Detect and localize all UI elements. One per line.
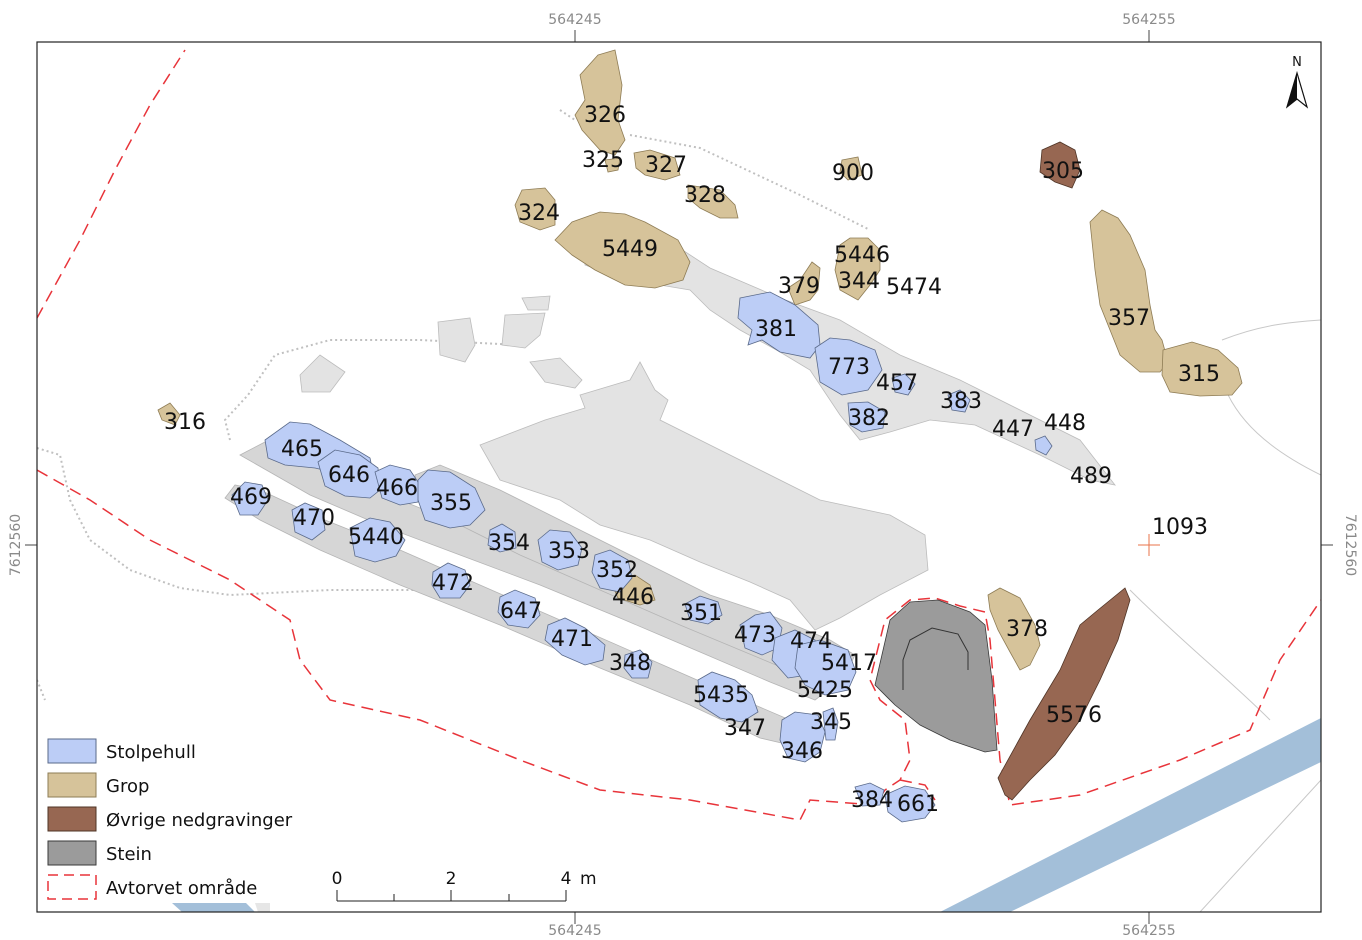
frame-ticks — [25, 30, 1333, 924]
label-345: 345 — [810, 710, 852, 735]
label-1093: 1093 — [1152, 515, 1208, 540]
legend-label-grop: Grop — [106, 776, 149, 797]
water-band-left — [172, 903, 255, 912]
label-5435: 5435 — [693, 683, 749, 708]
label-325: 325 — [582, 148, 624, 173]
stone-feature — [874, 599, 998, 753]
scale-label-unit: m — [580, 869, 597, 889]
label-646: 646 — [328, 463, 370, 488]
label-900: 900 — [832, 161, 874, 186]
label-354: 354 — [488, 531, 530, 556]
label-472: 472 — [432, 571, 474, 596]
label-465: 465 — [281, 437, 323, 462]
label-474: 474 — [790, 629, 832, 654]
label-5576: 5576 — [1046, 703, 1102, 728]
label-5449: 5449 — [602, 237, 658, 262]
label-316: 316 — [164, 410, 206, 435]
label-446: 446 — [612, 585, 654, 610]
coord-left: 7612560 — [8, 514, 24, 576]
coord-top-right: 564255 — [1122, 12, 1175, 28]
label-448: 448 — [1044, 411, 1086, 436]
label-469: 469 — [230, 485, 272, 510]
label-457: 457 — [876, 371, 918, 396]
label-326: 326 — [584, 103, 626, 128]
legend-swatch-avtorvet — [47, 874, 97, 900]
label-5417: 5417 — [821, 651, 877, 676]
legend-swatch-stolpehull — [47, 738, 97, 764]
pit-features — [157, 49, 1243, 671]
legend-label-ovrige: Øvrige nedgravinger — [106, 810, 293, 831]
scale-label-0: 0 — [332, 869, 343, 889]
posthole-features — [231, 291, 1053, 823]
label-344: 344 — [838, 269, 880, 294]
other-features — [997, 141, 1131, 801]
label-355: 355 — [430, 491, 472, 516]
label-5425: 5425 — [797, 678, 853, 703]
label-379: 379 — [778, 274, 820, 299]
label-5446: 5446 — [834, 243, 890, 268]
label-305: 305 — [1042, 159, 1084, 184]
avtorvet-lines — [37, 49, 1321, 821]
label-352: 352 — [596, 558, 638, 583]
north-arrow: N — [1285, 55, 1309, 109]
label-353: 353 — [548, 539, 590, 564]
label-351: 351 — [680, 601, 722, 626]
legend-swatch-ovrige — [47, 806, 97, 832]
label-347: 347 — [724, 716, 766, 741]
label-384: 384 — [851, 788, 893, 813]
label-315: 315 — [1178, 362, 1220, 387]
label-327: 327 — [645, 153, 687, 178]
legend: Stolpehull Grop Øvrige nedgravinger Stei… — [47, 738, 293, 900]
legend-swatch-grop — [47, 772, 97, 798]
scale-bar: 0 2 4 m — [332, 869, 597, 902]
legend-label-stein: Stein — [106, 844, 152, 865]
marker-1093 — [1138, 534, 1160, 556]
label-471: 471 — [551, 627, 593, 652]
feature-labels: 326 325 327 328 900 305 324 5449 5446 34… — [164, 103, 1220, 817]
water-band-small — [255, 903, 270, 912]
label-5440: 5440 — [348, 525, 404, 550]
coord-bottom-left: 564245 — [548, 923, 601, 939]
legend-swatch-stein — [47, 840, 97, 866]
label-5474: 5474 — [886, 275, 942, 300]
label-328: 328 — [684, 183, 726, 208]
coord-top-left: 564245 — [548, 12, 601, 28]
label-661: 661 — [897, 792, 939, 817]
dotted-lines — [37, 109, 871, 701]
north-arrow-fill-icon — [1287, 73, 1297, 107]
label-773: 773 — [828, 355, 870, 380]
map-frame — [36, 41, 1322, 913]
label-357: 357 — [1108, 306, 1150, 331]
label-447: 447 — [992, 417, 1034, 442]
coord-bottom-right: 564255 — [1122, 923, 1175, 939]
legend-label-avtorvet: Avtorvet område — [106, 878, 257, 899]
label-381: 381 — [755, 317, 797, 342]
coord-right: 7612560 — [1342, 514, 1358, 576]
legend-label-stolpehull: Stolpehull — [106, 742, 196, 763]
label-382: 382 — [848, 406, 890, 431]
label-324: 324 — [518, 201, 560, 226]
label-383: 383 — [940, 389, 982, 414]
scale-label-2: 2 — [446, 869, 457, 889]
label-647: 647 — [500, 599, 542, 624]
north-label: N — [1292, 55, 1302, 70]
label-346: 346 — [781, 739, 823, 764]
label-473: 473 — [734, 623, 776, 648]
label-470: 470 — [293, 506, 335, 531]
label-466: 466 — [376, 476, 418, 501]
label-378: 378 — [1006, 617, 1048, 642]
water-band-right — [940, 718, 1321, 912]
label-348: 348 — [609, 651, 651, 676]
terrain-lines — [1129, 319, 1321, 912]
scale-label-4: 4 — [561, 869, 572, 889]
label-489: 489 — [1070, 464, 1112, 489]
